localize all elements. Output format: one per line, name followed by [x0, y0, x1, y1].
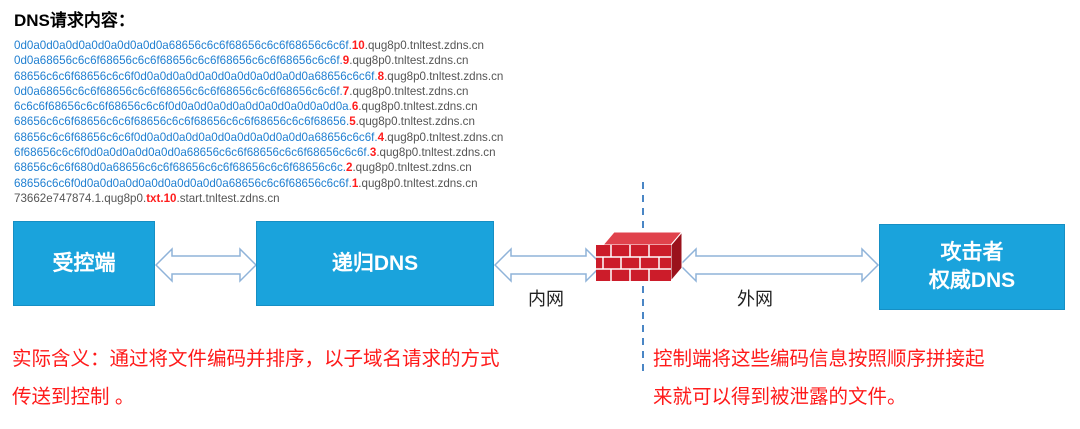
dns-query-line: 6c6c6f68656c6c6f68656c6c6f0d0a0d0a0d0a0d… — [14, 99, 503, 114]
query-hex-segment: 68656c6c6f68656c6c6f0d0a0d0a0d0a0d0a0d0a… — [14, 69, 378, 83]
dns-start-line: 73662e747874.1.qug8p0.txt.10.start.tnlte… — [14, 191, 503, 206]
firewall-icon — [596, 230, 684, 283]
dns-query-line: 68656c6c6f0d0a0d0a0d0a0d0a0d0a0d0a68656c… — [14, 176, 503, 191]
dns-query-list: 0d0a0d0a0d0a0d0a0d0a0d0a68656c6c6f68656c… — [14, 38, 503, 206]
recursive-dns-node: 递归DNS — [256, 221, 494, 306]
controlled-host-node: 受控端 — [13, 221, 155, 306]
arrow-recursive-firewall — [493, 247, 604, 283]
right-explanation-line2: 来就可以得到被泄露的文件。 — [653, 386, 907, 408]
query-sequence-number: 3 — [369, 146, 377, 160]
query-sequence-number: 8 — [377, 69, 385, 83]
dns-query-line: 0d0a68656c6c6f68656c6c6f68656c6c6f68656c… — [14, 84, 503, 99]
query-hex-segment: 0d0a0d0a0d0a0d0a0d0a0d0a68656c6c6f68656c… — [14, 39, 352, 52]
query-domain-suffix: .qug8p0.tnltest.zdns.cn — [349, 54, 469, 68]
query-hex-segment: 68656c6c6f68656c6c6f68656c6c6f68656c6c6f… — [14, 115, 350, 129]
query-sequence-number: 7 — [342, 84, 350, 98]
query-hex-segment: 6c6c6f68656c6c6f68656c6c6f0d0a0d0a0d0a0d… — [14, 100, 352, 114]
dns-query-line: 68656c6c6f68656c6c6f0d0a0d0a0d0a0d0a0d0a… — [14, 69, 503, 84]
arrow-controlled-recursive — [154, 247, 258, 283]
query-sequence-number: 4 — [377, 130, 385, 144]
right-explanation-line1: 控制端将这些编码信息按照顺序拼接起 — [653, 348, 985, 370]
controlled-host-label: 受控端 — [52, 251, 116, 275]
dns-query-line: 6f68656c6c6f0d0a0d0a0d0a0d0a68656c6c6f68… — [14, 145, 503, 160]
query-domain-suffix: .qug8p0.tnltest.zdns.cn — [355, 115, 475, 129]
dns-query-line: 0d0a0d0a0d0a0d0a0d0a0d0a68656c6c6f68656c… — [14, 38, 503, 53]
query-sequence-number: 1 — [351, 176, 359, 190]
dns-query-line: 68656c6c6f68656c6c6f68656c6c6f68656c6c6f… — [14, 114, 503, 129]
query-sequence-number: 9 — [342, 54, 350, 68]
query-hex-segment: 6f68656c6c6f0d0a0d0a0d0a0d0a68656c6c6f68… — [14, 146, 370, 160]
extranet-label: 外网 — [737, 289, 773, 309]
dns-query-line: 68656c6c6f68656c6c6f0d0a0d0a0d0a0d0a0d0a… — [14, 130, 503, 145]
query-domain-suffix: .qug8p0.tnltest.zdns.cn — [384, 69, 504, 83]
start-line-txt: txt.10 — [146, 191, 177, 205]
query-hex-segment: 0d0a68656c6c6f68656c6c6f68656c6c6f68656c… — [14, 84, 343, 98]
dns-query-line: 0d0a68656c6c6f68656c6c6f68656c6c6f68656c… — [14, 53, 503, 68]
query-domain-suffix: .qug8p0.tnltest.zdns.cn — [358, 176, 478, 190]
query-sequence-number: 2 — [346, 161, 353, 175]
query-hex-segment: 68656c6c6f0d0a0d0a0d0a0d0a0d0a0d0a68656c… — [14, 176, 352, 190]
start-line-prefix: 73662e747874.1.qug8p0. — [14, 191, 147, 205]
dns-query-line: 68656c6c6f680d0a68656c6c6f68656c6c6f6865… — [14, 160, 503, 175]
query-domain-suffix: .qug8p0.tnltest.zdns.cn — [352, 161, 472, 175]
dns-request-title: DNS请求内容： — [14, 11, 135, 30]
intranet-label: 内网 — [528, 289, 564, 309]
left-explanation-line1: 实际含义：通过将文件编码并排序，以子域名请求的方式 — [12, 348, 500, 370]
query-sequence-number: 6 — [351, 100, 359, 114]
query-sequence-number: 5 — [349, 115, 356, 129]
query-sequence-number: 10 — [351, 39, 365, 52]
query-hex-segment: 68656c6c6f68656c6c6f0d0a0d0a0d0a0d0a0d0a… — [14, 130, 378, 144]
query-hex-segment: 68656c6c6f680d0a68656c6c6f68656c6c6f6865… — [14, 161, 346, 175]
start-line-suffix: .start.tnltest.zdns.cn — [176, 191, 280, 205]
attacker-authoritative-dns-node: 攻击者 权威DNS — [879, 224, 1065, 310]
query-domain-suffix: .qug8p0.tnltest.zdns.cn — [358, 100, 478, 114]
arrow-firewall-attacker — [678, 247, 880, 283]
query-hex-segment: 0d0a68656c6c6f68656c6c6f68656c6c6f68656c… — [14, 54, 343, 68]
left-explanation-line2: 传送到控制 。 — [12, 386, 135, 408]
query-domain-suffix: .qug8p0.tnltest.zdns.cn — [349, 84, 469, 98]
authoritative-dns-label: 权威DNS — [928, 269, 1016, 292]
query-domain-suffix: .qug8p0.tnltest.zdns.cn — [376, 146, 496, 160]
query-domain-suffix: .qug8p0.tnltest.zdns.cn — [384, 130, 504, 144]
recursive-dns-label: 递归DNS — [331, 251, 419, 275]
query-domain-suffix: .qug8p0.tnltest.zdns.cn — [364, 39, 484, 52]
attacker-label: 攻击者 — [940, 241, 1004, 264]
